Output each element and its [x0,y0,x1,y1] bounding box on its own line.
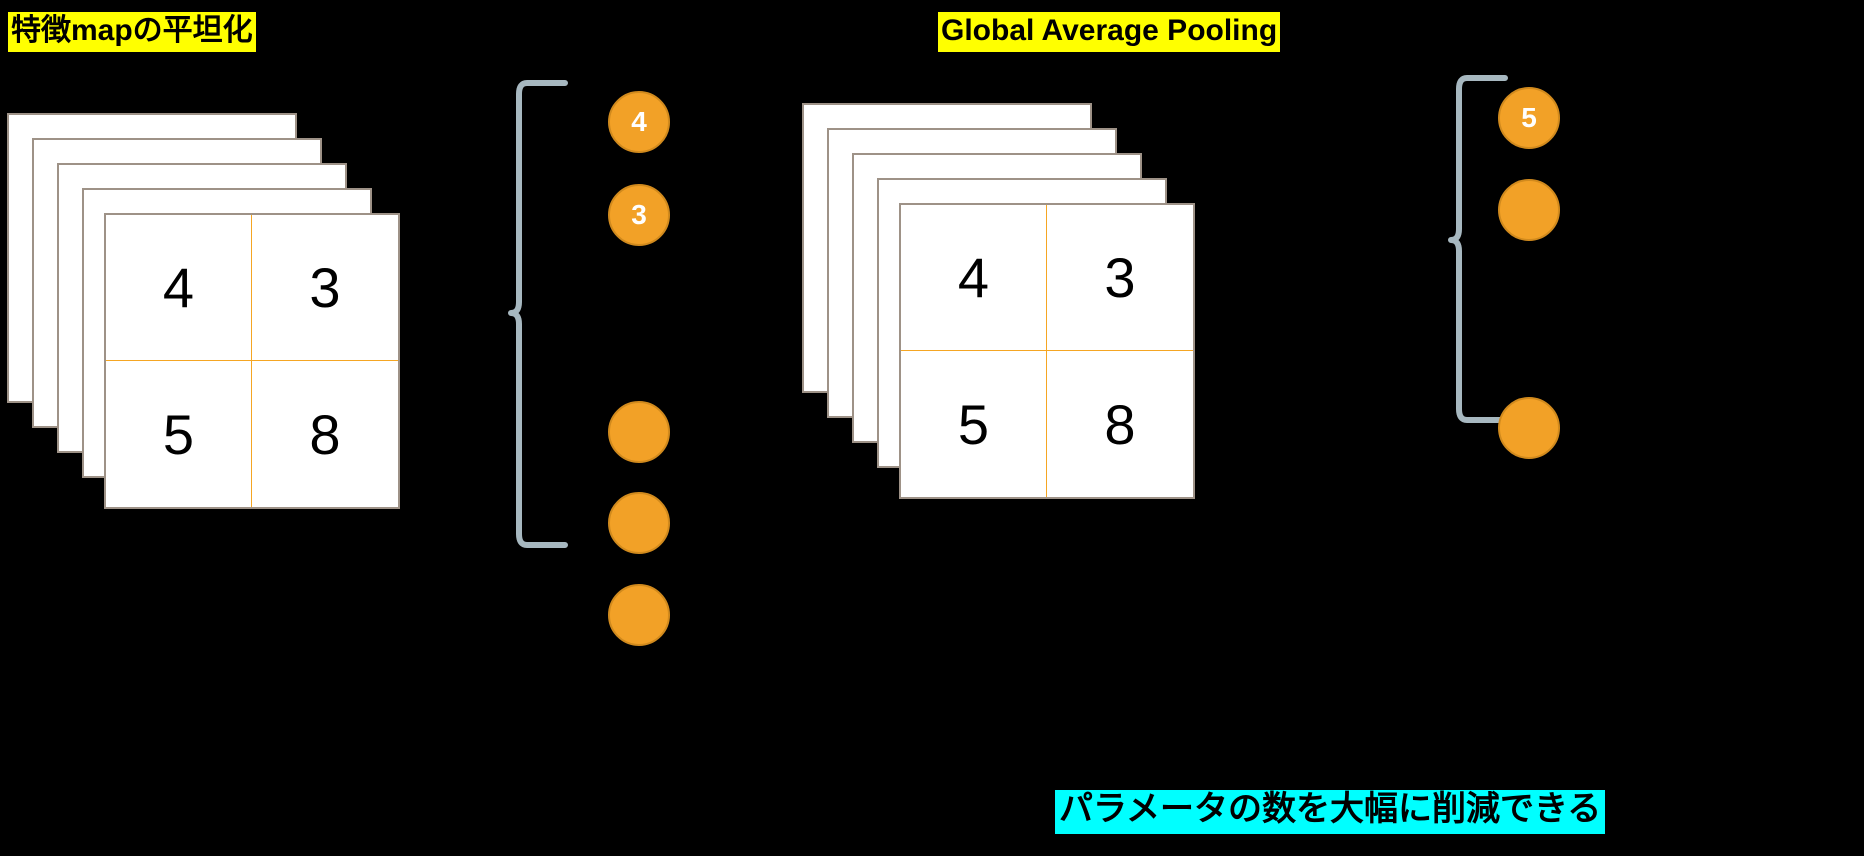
feature-map-cell: 3 [1047,205,1193,351]
feature-map-cell: 5 [106,361,252,507]
panel-title-flatten: 特徴mapの平坦化 [8,12,256,52]
brace-flatten-icon [508,80,568,548]
feature-map-cell: 8 [1104,392,1136,456]
neuron-flatten-4 [608,492,670,554]
feature-map-cell: 4 [901,205,1047,351]
neuron-gap-1: 5 [1498,87,1560,149]
neuron-flatten-5 [608,584,670,646]
neuron-gap-2 [1498,179,1560,241]
neuron-flatten-2: 3 [608,184,670,246]
neuron-flatten-3 [608,401,670,463]
feature-map-card-front: 4 3 5 8 [104,213,400,509]
brace-gap-icon [1448,75,1508,423]
feature-map-cell: 3 [252,215,398,361]
feature-map-stack-flatten: 4 3 5 8 [0,105,460,525]
bottom-caption: パラメータの数を大幅に削減できる [1055,790,1606,834]
neuron-flatten-1: 4 [608,91,670,153]
neuron-gap-3 [1498,397,1560,459]
feature-map-cell: 4 [106,215,252,361]
feature-map-grid: 4 3 5 8 [106,215,398,507]
feature-map-cell: 5 [901,351,1047,497]
feature-map-stack-gap: 4 3 5 8 [795,95,1255,515]
panel-title-gap: Global Average Pooling [938,12,1281,52]
feature-map-cell: 8 [309,402,341,466]
feature-map-grid: 4 3 5 8 [901,205,1193,497]
feature-map-card-front: 4 3 5 8 [899,203,1195,499]
